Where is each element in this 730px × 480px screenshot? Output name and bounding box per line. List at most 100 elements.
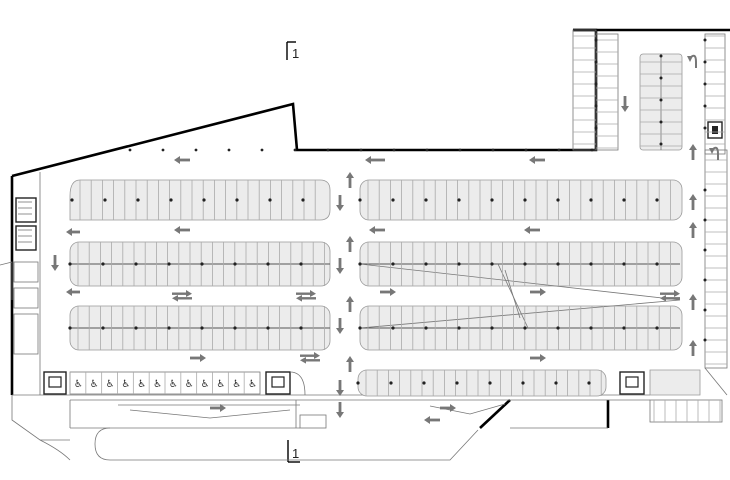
u-turn-arrow-icon [709, 146, 719, 160]
pole [659, 120, 663, 124]
pole [490, 326, 494, 330]
pole [268, 198, 272, 202]
arrow-icon [380, 288, 396, 296]
right-edge-wing [649, 149, 728, 423]
arrow-icon [689, 194, 697, 210]
pole [703, 308, 707, 312]
pole [235, 198, 239, 202]
pole [457, 262, 461, 266]
wheelchair-icon: ♿ [90, 379, 99, 390]
arrow-icon [336, 402, 344, 418]
pole [200, 262, 204, 266]
pole [703, 126, 707, 130]
arrow-icon [365, 156, 385, 164]
pole [523, 326, 527, 330]
wheelchair-icon: ♿ [216, 379, 225, 390]
pole [655, 198, 659, 202]
pole [260, 148, 264, 152]
pole [266, 326, 270, 330]
pole [233, 262, 237, 266]
pole [589, 326, 593, 330]
pole [101, 326, 105, 330]
arrow-icon [346, 356, 354, 372]
wheelchair-icon: ♿ [185, 379, 194, 390]
wheelchair-icon: ♿ [153, 379, 162, 390]
pole [161, 148, 165, 152]
ramp-strip [11, 395, 506, 461]
pole [622, 198, 626, 202]
arrow-icon [51, 255, 59, 271]
stall-lines [77, 35, 727, 396]
section-marker-top: 1 [286, 41, 299, 61]
wheelchair-icon: ♿ [201, 379, 210, 390]
pole [227, 148, 231, 152]
pole [557, 148, 561, 152]
pole [655, 262, 659, 266]
wheelchair-icon: ♿ [74, 379, 83, 390]
pole [167, 262, 171, 266]
pole [458, 148, 462, 152]
pole [523, 198, 527, 202]
pole [655, 326, 659, 330]
pole [659, 76, 663, 80]
accessible-stalls: ♿♿♿♿♿♿♿♿♿♿♿♿ [69, 371, 261, 395]
pole [233, 326, 237, 330]
pole [389, 381, 393, 385]
arrow-icon [424, 416, 440, 424]
building-walls [10, 28, 730, 429]
arrow-icon [530, 288, 546, 296]
stair-core-icon [43, 371, 67, 395]
pole [359, 148, 363, 152]
pole [299, 326, 303, 330]
arrow-icon [524, 226, 540, 234]
arrow-icon [336, 318, 344, 334]
pole [594, 38, 598, 42]
pole [391, 262, 395, 266]
arrow-icon [336, 380, 344, 396]
arrow-icon [66, 288, 80, 296]
pole [391, 198, 395, 202]
pole [488, 381, 492, 385]
traffic-arrows [51, 54, 719, 424]
island-row-4-corner [649, 369, 701, 396]
pole [169, 198, 173, 202]
pole [521, 381, 525, 385]
pole [202, 198, 206, 202]
section-marker-bottom: 1 [287, 440, 300, 463]
stair-core-icon [619, 371, 645, 395]
pole [356, 381, 360, 385]
bottom-strip-stalls [653, 400, 721, 422]
wheelchair-icon: ♿ [137, 379, 146, 390]
island-row-4-right [357, 369, 607, 397]
pole [200, 326, 204, 330]
pole [703, 278, 707, 282]
pole [424, 326, 428, 330]
pole [293, 148, 297, 152]
pole [556, 326, 560, 330]
u-turn-arrow-icon [687, 54, 697, 68]
structural-poles [68, 38, 707, 385]
stair-core-icon [265, 371, 291, 395]
pole [703, 188, 707, 192]
pole [136, 198, 140, 202]
pole [594, 82, 598, 86]
pole [424, 198, 428, 202]
pole [424, 262, 428, 266]
arrow-icon [210, 404, 226, 412]
pole [194, 148, 198, 152]
pole [457, 198, 461, 202]
pole [590, 148, 594, 152]
pole [703, 338, 707, 342]
pole [594, 60, 598, 64]
pole [703, 38, 707, 42]
arrow-icon [190, 354, 206, 362]
pole [594, 104, 598, 108]
pole [491, 148, 495, 152]
pole [703, 82, 707, 86]
pole [266, 262, 270, 266]
wheelchair-icon: ♿ [248, 379, 257, 390]
arrow-icon [346, 172, 354, 188]
section-marker-bottom-label: 1 [292, 446, 299, 461]
pole [622, 262, 626, 266]
pole [391, 326, 395, 330]
